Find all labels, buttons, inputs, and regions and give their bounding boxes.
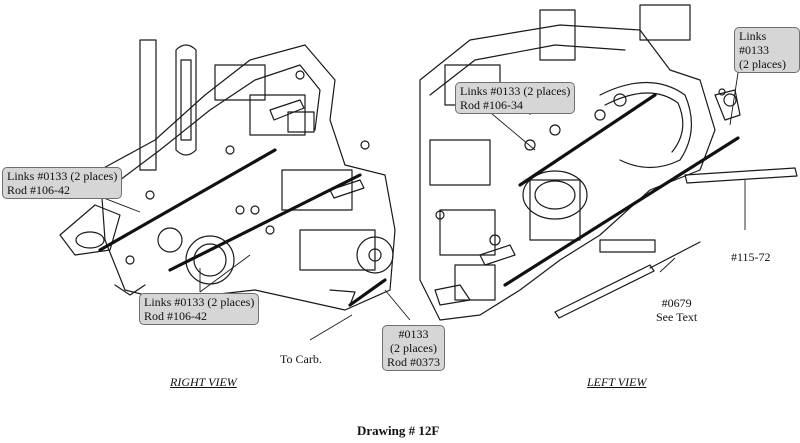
- label-to-carb: To Carb.: [280, 352, 322, 366]
- callout-links-0133-right: Links #0133 (2 places): [734, 27, 800, 73]
- left-view-caption: LEFT VIEW: [587, 375, 647, 389]
- callout-links-rod-106-34: Links #0133 (2 places) Rod #106-34: [455, 82, 576, 114]
- drawing-title: Drawing # 12F: [357, 423, 440, 438]
- label-part-115-72: #115-72: [731, 250, 771, 264]
- callout-links-rod-106-42-top: Links #0133 (2 places) Rod #106-42: [2, 167, 123, 199]
- callout-link-0133-rod-0373: #0133 (2 places) Rod #0373: [382, 325, 446, 371]
- callout-links-rod-106-42-bottom: Links #0133 (2 places) Rod #106-42: [139, 293, 260, 325]
- label-part-0679: #0679 See Text: [656, 296, 698, 324]
- control-rods: [98, 93, 740, 307]
- right-view-caption: RIGHT VIEW: [170, 375, 237, 389]
